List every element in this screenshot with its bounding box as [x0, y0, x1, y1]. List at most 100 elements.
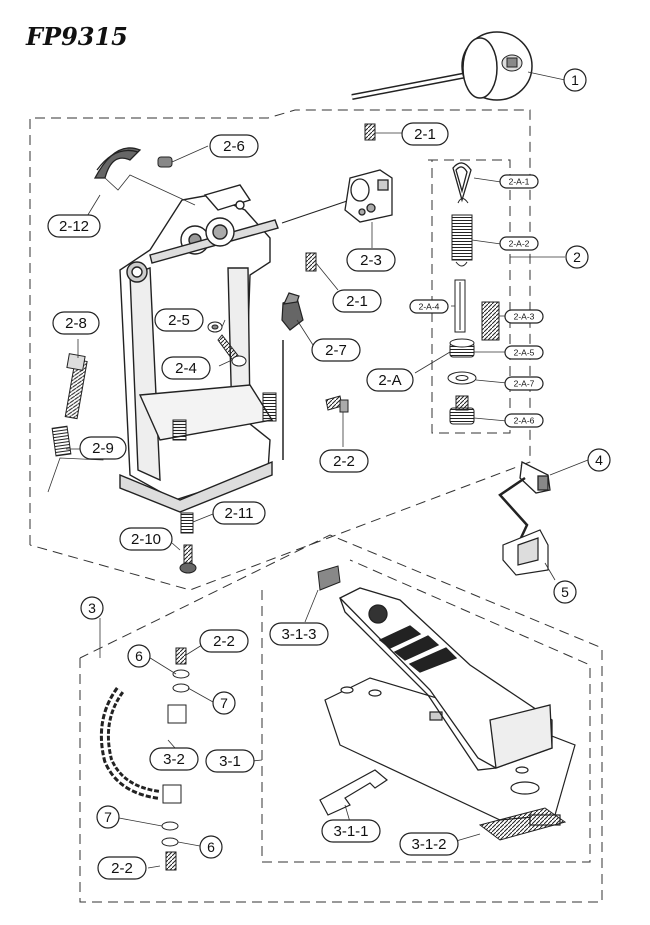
label-2-A-1-text: 2-A-1 [509, 177, 530, 187]
label-2-8-text: 2-8 [65, 315, 87, 332]
part-2-4 [217, 334, 247, 367]
part-3-1-2 [478, 807, 567, 841]
pedal-frame-part-2 [119, 184, 351, 513]
group-outline-2 [29, 109, 603, 903]
label-3-2: 3-2 [149, 747, 199, 771]
part-2-8 [64, 353, 88, 420]
label-2-6: 2-6 [209, 134, 259, 158]
label-2-A-3: 2-A-3 [504, 309, 544, 324]
drum-key-part-4 [498, 461, 551, 541]
label-2-5-text: 2-5 [168, 312, 190, 329]
label-3-1-3: 3-1-3 [269, 622, 329, 646]
group-2-boundary [29, 109, 531, 591]
label-2-A-3-text: 2-A-3 [514, 312, 535, 322]
clamp-part-5 [502, 529, 549, 576]
label-2-3-text: 2-3 [360, 252, 382, 269]
label-2-5: 2-5 [154, 308, 204, 332]
label-2-11: 2-11 [212, 501, 266, 525]
label-2-4: 2-4 [161, 356, 211, 380]
label-2-8: 2-8 [52, 311, 100, 335]
label-2-A: 2-A [366, 368, 414, 392]
frame-springs [172, 340, 284, 460]
part-2-A-1 [452, 162, 472, 203]
part-2-5 [207, 321, 223, 333]
label-3-1-3-text: 3-1-3 [281, 626, 316, 643]
part-2-11 [180, 512, 194, 534]
label-2-A-2: 2-A-2 [499, 236, 539, 251]
part-2-A-6 [449, 395, 475, 425]
label-7b: 7 [96, 805, 120, 829]
label-2: 2 [565, 245, 589, 269]
label-1: 1 [563, 68, 587, 92]
label-2-A-2-text: 2-A-2 [509, 239, 530, 249]
label-2-text: 2 [573, 249, 581, 265]
label-3-1-2-text: 3-1-2 [411, 836, 446, 853]
part-2-A-2 [451, 198, 473, 267]
label-6a-text: 6 [135, 648, 143, 664]
label-2-A-5-text: 2-A-5 [514, 348, 535, 358]
label-5: 5 [553, 580, 577, 604]
label-2-A-4: 2-A-4 [409, 299, 449, 314]
label-2-A-7: 2-A-7 [504, 376, 544, 391]
label-1-text: 1 [571, 72, 579, 88]
label-2-2b-text: 2-2 [213, 633, 235, 650]
label-2-2c: 2-2 [97, 856, 147, 880]
group-3-boundary [79, 534, 603, 903]
label-2-A-5: 2-A-5 [504, 345, 544, 360]
part-2-9 [51, 425, 72, 457]
beater-part-1 [351, 31, 533, 101]
label-5-text: 5 [561, 584, 569, 600]
part-2-3 [344, 169, 393, 223]
label-2-A-6-text: 2-A-6 [514, 416, 535, 426]
label-2-7: 2-7 [311, 338, 361, 362]
labels: 1 2 3 4 5 6 6 7 7 2-1 2-6 2-12 2-3 2-1 2… [47, 68, 611, 880]
label-2-4-text: 2-4 [175, 360, 197, 377]
label-6a: 6 [127, 644, 151, 668]
label-2-2c-text: 2-2 [111, 860, 133, 877]
part-2-A-3 [481, 301, 500, 341]
label-2-6-text: 2-6 [223, 138, 245, 155]
base-plate [324, 677, 576, 826]
label-4-text: 4 [595, 452, 603, 468]
part-2-7 [281, 292, 304, 331]
label-3-1: 3-1 [205, 749, 255, 773]
label-7a: 7 [212, 691, 236, 715]
label-4: 4 [587, 448, 611, 472]
part-2-A-7 [447, 371, 477, 385]
group-3-1-boundary [261, 559, 591, 863]
part-2-6 [157, 156, 173, 168]
label-3: 3 [80, 596, 104, 620]
label-2-3: 2-3 [346, 248, 396, 272]
label-2-9-text: 2-9 [92, 440, 114, 457]
label-2-10: 2-10 [119, 527, 173, 551]
label-2-9: 2-9 [79, 436, 127, 460]
leader-lines [47, 71, 589, 869]
label-2-2a: 2-2 [319, 449, 369, 473]
label-3-1-1: 3-1-1 [321, 819, 381, 843]
label-2-2b: 2-2 [199, 629, 249, 653]
label-2-7-text: 2-7 [325, 342, 347, 359]
label-3-text: 3 [88, 600, 96, 616]
part-2-1-upper [364, 123, 376, 141]
part-2-A-5 [449, 338, 475, 358]
label-2-A-7-text: 2-A-7 [514, 379, 535, 389]
label-2-12: 2-12 [47, 214, 101, 238]
group-2A-boundary [428, 159, 511, 434]
label-2-A-4-text: 2-A-4 [419, 302, 440, 312]
label-7b-text: 7 [104, 809, 112, 825]
label-2-A-6: 2-A-6 [504, 413, 544, 428]
footboard [338, 587, 553, 771]
part-2-12 [93, 147, 142, 179]
label-6b: 6 [199, 835, 223, 859]
part-2-1-lower [305, 252, 317, 272]
label-2-10-text: 2-10 [131, 531, 161, 548]
label-3-2-text: 3-2 [163, 751, 185, 768]
label-2-1b-text: 2-1 [346, 293, 368, 310]
label-3-1-text: 3-1 [219, 753, 241, 770]
label-2-1a-text: 2-1 [414, 126, 436, 143]
chain-part-3-2 [99, 687, 187, 804]
label-2-1a: 2-1 [401, 122, 449, 146]
part-2-10 [179, 544, 197, 574]
